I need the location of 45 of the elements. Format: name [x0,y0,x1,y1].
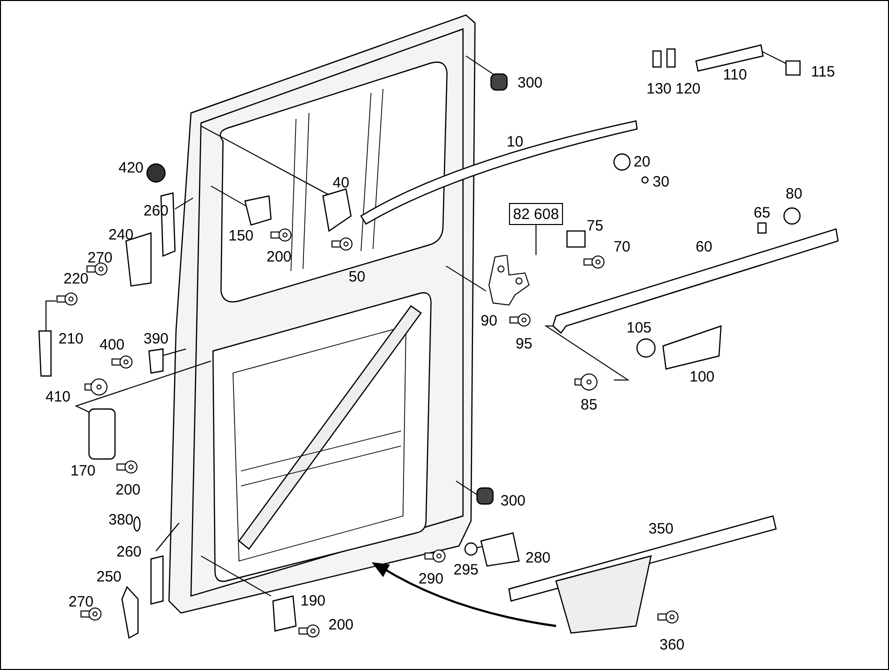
callout-number: 270 [87,250,113,266]
callout-number: 150 [228,228,254,244]
callout-number: 170 [70,464,96,478]
callout-number: 270 [68,594,94,610]
callout-number: 300 [517,76,543,90]
callout-number: 390 [143,332,169,346]
callout-number: 220 [63,272,89,286]
callout-number: 240 [108,228,134,242]
callout-number: 200 [115,482,141,498]
callout-number: 95 [516,336,532,352]
callout-number: 280 [525,550,551,566]
callout-number: 120 [675,82,701,96]
callout-number: 290 [418,572,444,586]
callout-number: 130 [646,82,672,96]
callout-number: 360 [659,638,685,652]
callout-number: 65 [754,206,770,220]
callout-number: 200 [328,618,354,632]
callout-number: 295 [453,562,479,578]
callout-number: 20 [634,154,650,170]
callout-number: 210 [58,332,84,346]
callout-number: 70 [614,240,630,254]
callout-number: 200 [266,250,292,264]
callout-number: 10 [506,134,524,150]
callout-number: 420 [118,160,144,176]
callout-number: 410 [45,390,71,404]
callout-number: 75 [586,218,604,234]
callout-number: 250 [96,570,122,584]
callout-number: 50 [348,270,366,284]
callout-number: 60 [696,240,712,254]
callout-number: 115 [811,64,835,80]
callout-number: 40 [332,176,350,190]
callout-number: 380 [108,512,134,528]
callout-number: 30 [652,174,670,190]
callout-number: 110 [723,68,747,82]
callout-number: 90 [480,314,498,328]
callout-number: 85 [580,398,598,412]
callout-number: 260 [116,544,142,560]
callout-number: 105 [626,320,652,336]
callout-number: 100 [689,370,715,384]
callout-number: 190 [300,594,326,608]
callout-number: 350 [648,522,674,536]
callout-number: 400 [99,338,125,352]
part-number-box: 82 608 [509,203,563,225]
callout-number: 80 [786,186,802,202]
callout-number: 300 [500,494,526,508]
